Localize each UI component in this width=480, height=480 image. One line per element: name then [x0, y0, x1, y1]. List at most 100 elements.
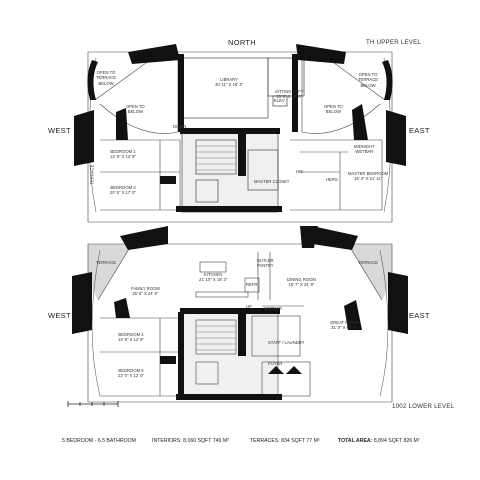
compass-north: NORTH — [228, 38, 257, 47]
room-detail: PANTRY — [257, 263, 274, 269]
room-name: TERRACE — [96, 260, 117, 265]
lower-staff — [251, 315, 301, 357]
lower-stair-treads — [196, 325, 236, 351]
upper-bedroom-walls — [100, 139, 181, 211]
room-terrace-lower-left: TERRACE — [96, 260, 116, 265]
room-name: STAFF / LAUNDRY — [268, 340, 305, 345]
lower-heavy-walls — [72, 226, 408, 400]
room-name: BEDROOM 5 — [118, 368, 144, 373]
room-name: OPEN TO — [324, 104, 343, 109]
room-name: TERRACE — [89, 164, 95, 185]
room-name: UP — [246, 304, 252, 309]
lower-elevator — [195, 361, 219, 385]
room-name: DOWN — [173, 124, 187, 129]
room-detail: 14' 9" X 12' 8" — [118, 337, 144, 343]
room-detail: 16' 7" X 24' 8" — [288, 282, 315, 288]
room-name: HERS — [326, 177, 338, 182]
room-foyer: FOYER — [268, 361, 282, 366]
summary-total-label: TOTAL AREA: — [338, 438, 373, 444]
lower-foyer — [261, 361, 311, 397]
room-staff-laundry: STAFF / LAUNDRY — [268, 340, 304, 345]
compass-east-upper: EAST — [409, 126, 430, 135]
lower-kitchen-island — [199, 261, 227, 273]
room-name: BEDROOM 4 — [118, 332, 144, 337]
lower-level-label: 1002 LOWER LEVEL — [392, 403, 455, 410]
scale-bar — [67, 401, 119, 407]
room-name: OPEN TO — [358, 72, 378, 77]
room-name: MASTER BEDROOM — [348, 171, 389, 176]
room-up: UP — [246, 304, 252, 309]
room-name: HIS — [296, 169, 303, 174]
lower-terrace-right — [348, 244, 393, 300]
room-detail: BELOW — [325, 109, 341, 115]
lower-terrace-edge-left — [97, 243, 133, 301]
room-terrace-upper: TERRACE — [89, 165, 94, 185]
room-detail: 20' 5" X 17' 0" — [110, 190, 136, 196]
room-detail: 31' 0" X 50' 6" — [331, 325, 358, 331]
lower-refr — [244, 277, 260, 293]
room-name: OPEN TO — [96, 70, 116, 75]
room-name: DINING ROOM — [287, 277, 316, 282]
compass-west-upper: WEST — [48, 126, 71, 135]
room-detail: 25' 6" X 24' 5" — [132, 291, 159, 297]
summary-interiors: INTERIORS: 8,060 SQFT 749 M² — [152, 438, 229, 444]
summary-total-value: 8,894 SQFT 826 M² — [373, 438, 420, 444]
room-name: BEDROOM 2 — [110, 149, 136, 154]
upper-level-label: TH UPPER LEVEL — [366, 39, 422, 46]
room-name: SITTING LOFT — [275, 89, 304, 94]
compass-east-lower: EAST — [409, 311, 430, 320]
room-name: OPEN TO — [126, 104, 145, 109]
room-name: MASTER CLOSET — [254, 179, 290, 184]
room-name: KITCHEN — [203, 272, 223, 277]
room-name: WETBAR — [264, 306, 282, 311]
room-detail: 14' 9" X 12' 8" — [110, 154, 136, 160]
lower-west-glass — [91, 249, 101, 397]
room-master-closet: MASTER CLOSET — [254, 179, 289, 184]
room-detail: BELOW — [98, 80, 114, 86]
room-terrace-lower-right: TERRACE — [358, 260, 378, 265]
compass-west-lower: WEST — [48, 311, 71, 320]
summary-terraces: TERRACES: 834 SQFT 77 M² — [250, 438, 320, 444]
room-name: FAMILY ROOM — [131, 286, 160, 291]
room-name: BEDROOM 3 — [110, 185, 136, 190]
room-name: FOYER — [268, 361, 283, 366]
upper-stair-treads — [196, 145, 236, 171]
room-refr: REFR — [246, 282, 257, 287]
lower-level-plan — [87, 243, 393, 403]
room-detail: 22' 0" X 12' 0" — [118, 373, 144, 379]
lower-terrace-left — [87, 244, 132, 300]
upper-closet — [247, 149, 279, 191]
room-down: DOWN — [173, 124, 186, 129]
room-detail: TERRACE — [358, 77, 379, 83]
upper-elev — [272, 95, 288, 107]
lower-kitchen-counter — [195, 291, 249, 298]
room-name: REFR — [246, 282, 258, 287]
room-wetbar: WETBAR — [264, 306, 282, 311]
room-elev-upper: ELEV — [274, 98, 285, 103]
room-detail: 13' 0" X 18' 0" — [276, 94, 303, 100]
room-detail: WETBAR — [355, 149, 374, 155]
room-detail: TERRACE — [96, 75, 117, 81]
room-name: MIDNIGHT — [354, 144, 375, 149]
room-name: BUTLER — [257, 258, 274, 263]
upper-master-walls — [290, 139, 383, 211]
lower-core — [181, 311, 279, 399]
upper-outline — [87, 51, 393, 223]
upper-elevator — [195, 179, 219, 203]
lower-stair — [195, 319, 237, 355]
